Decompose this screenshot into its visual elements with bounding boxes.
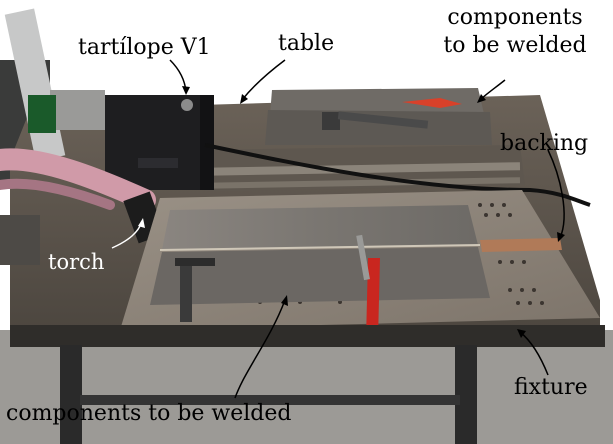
weld-plate-top	[162, 205, 478, 250]
clamp-left	[180, 262, 192, 322]
annotation-arrows	[169, 59, 565, 399]
tartilope-side	[200, 95, 214, 190]
rail-track-2	[204, 177, 521, 189]
torch-arrow	[111, 218, 145, 249]
cable	[204, 143, 591, 207]
tartilope-body	[105, 95, 210, 190]
weld-seam	[159, 244, 481, 251]
table-front-edge	[10, 325, 605, 347]
top-plate-face	[265, 110, 492, 145]
label-tartilope: tartílope V1	[78, 35, 211, 60]
label-table: table	[278, 31, 335, 56]
label-components-bottom: components to be welded	[6, 401, 292, 426]
column-clamp	[50, 90, 105, 130]
tartilope-knob	[181, 99, 193, 111]
clamp-left-arm	[175, 258, 215, 266]
tartilope-label-plate	[138, 158, 178, 168]
label-torch: torch	[48, 250, 105, 274]
hammer-head	[322, 112, 340, 130]
clamp-red-bar	[356, 234, 370, 281]
green-container	[28, 95, 56, 133]
table-crossbar	[80, 395, 460, 405]
label-backing: backing	[500, 131, 589, 156]
pliers	[402, 98, 462, 108]
torch-hose-2	[0, 178, 115, 210]
weld-plate-bottom	[150, 247, 490, 305]
label-components-top-1: components	[447, 5, 583, 30]
label-fixture: fixture	[514, 375, 588, 400]
hammer-handle	[337, 111, 429, 129]
table-leg-left	[60, 345, 82, 444]
side-tool	[0, 215, 40, 265]
label-components-top-2: to be welded	[443, 33, 587, 58]
floor	[0, 330, 613, 444]
rail-track	[204, 162, 521, 176]
table-leg-right	[455, 345, 477, 444]
backing-strip	[480, 238, 562, 252]
torch-hose	[0, 148, 156, 211]
